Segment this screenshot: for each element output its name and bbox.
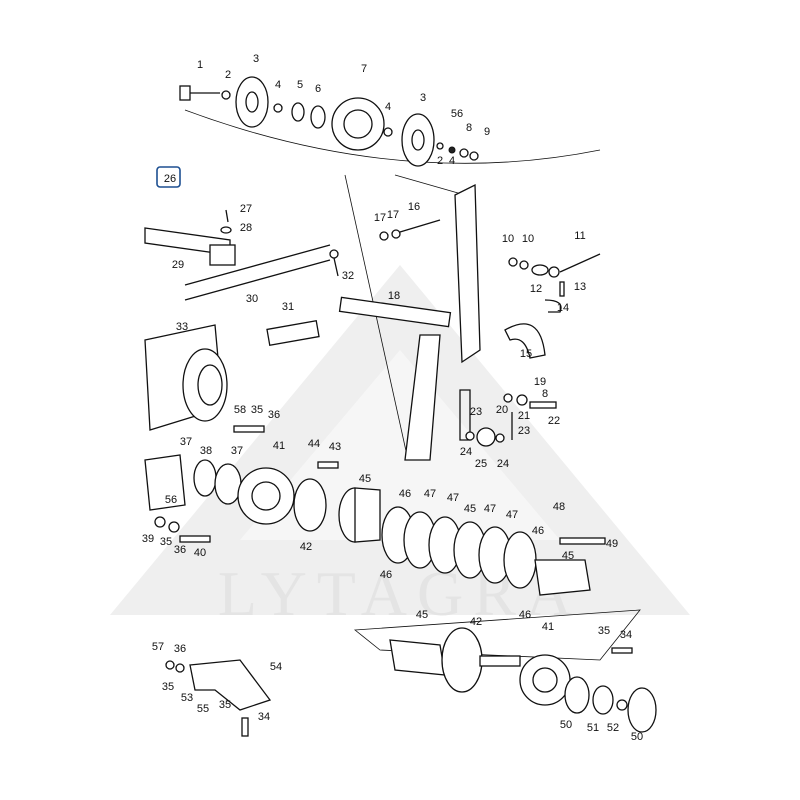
callout-11: 11 <box>574 230 585 242</box>
callout-46: 46 <box>399 488 411 500</box>
callout-57: 57 <box>152 641 164 653</box>
callout-37: 37 <box>231 445 243 457</box>
callout-37: 37 <box>180 436 192 448</box>
callout-41: 41 <box>273 440 285 452</box>
callout-10: 10 <box>522 233 534 245</box>
callout-12: 12 <box>530 283 542 295</box>
callout-9: 9 <box>484 126 490 138</box>
callout-52: 52 <box>607 722 619 734</box>
callout-47: 47 <box>506 509 518 521</box>
callout-24: 24 <box>497 458 509 470</box>
callout-5: 5 <box>297 79 303 91</box>
callout-3: 3 <box>253 53 259 65</box>
callout-13: 13 <box>574 281 586 293</box>
callout-15: 15 <box>520 348 532 360</box>
callout-45: 45 <box>562 550 574 562</box>
callout-14: 14 <box>557 302 569 314</box>
callout-36: 36 <box>174 544 186 556</box>
callout-39: 39 <box>142 533 154 545</box>
callout-4: 4 <box>275 79 281 91</box>
highlight-box <box>156 166 181 188</box>
callout-4: 4 <box>385 101 391 113</box>
callout-48: 48 <box>553 501 565 513</box>
callout-22: 22 <box>548 415 560 427</box>
callout-56: 56 <box>165 494 177 506</box>
callout-34: 34 <box>620 629 632 641</box>
callout-50: 50 <box>560 719 572 731</box>
callout-17: 17 <box>387 209 399 221</box>
callout-33: 33 <box>176 321 188 333</box>
callout-46: 46 <box>532 525 544 537</box>
callout-16: 16 <box>408 201 420 213</box>
callout-45: 45 <box>359 473 371 485</box>
callout-26: 26 <box>164 173 176 185</box>
callout-42: 42 <box>470 616 482 628</box>
callout-54: 54 <box>270 661 282 673</box>
callout-36: 36 <box>174 643 186 655</box>
callout-6: 6 <box>315 83 321 95</box>
tensioner-arm <box>338 174 601 461</box>
callout-8: 8 <box>542 388 548 400</box>
callout-17: 17 <box>374 212 386 224</box>
lower-assembly <box>165 609 657 737</box>
callout-30: 30 <box>246 293 258 305</box>
callout-47: 47 <box>484 503 496 515</box>
callout-35: 35 <box>219 699 231 711</box>
callout-4: 4 <box>449 155 455 167</box>
callout-2: 2 <box>225 69 231 81</box>
chain-assembly <box>144 209 339 346</box>
callout-50: 50 <box>631 731 643 743</box>
callout-47: 47 <box>424 488 436 500</box>
callout-45: 45 <box>464 503 476 515</box>
callout-10: 10 <box>502 233 514 245</box>
callout-8: 8 <box>466 122 472 134</box>
callout-31: 31 <box>282 301 294 313</box>
callout-18: 18 <box>388 290 400 302</box>
callout-44: 44 <box>308 438 320 450</box>
callout-53: 53 <box>181 692 193 704</box>
callout-51: 51 <box>587 722 599 734</box>
callout-25: 25 <box>475 458 487 470</box>
callout-2: 2 <box>437 155 443 167</box>
callout-47: 47 <box>447 492 459 504</box>
callout-19: 19 <box>534 376 546 388</box>
callout-43: 43 <box>329 441 341 453</box>
rotor-assembly <box>144 324 606 596</box>
callout-7: 7 <box>361 63 367 75</box>
callout-34: 34 <box>258 711 270 723</box>
callout-55: 55 <box>197 703 209 715</box>
callout-46: 46 <box>380 569 392 581</box>
callout-35: 35 <box>160 536 172 548</box>
callout-27: 27 <box>240 203 252 215</box>
pulley-assembly <box>179 76 601 167</box>
callout-23: 23 <box>518 425 530 437</box>
callout-21: 21 <box>518 410 530 422</box>
callout-40: 40 <box>194 547 206 559</box>
callout-56: 56 <box>451 108 463 120</box>
callout-3: 3 <box>420 92 426 104</box>
callout-46: 46 <box>519 609 531 621</box>
callout-42: 42 <box>300 541 312 553</box>
callout-35: 35 <box>162 681 174 693</box>
callout-29: 29 <box>172 259 184 271</box>
callout-20: 20 <box>496 404 508 416</box>
callout-49: 49 <box>606 538 618 550</box>
callout-35: 35 <box>251 404 263 416</box>
callout-41: 41 <box>542 621 554 633</box>
callout-38: 38 <box>200 445 212 457</box>
callout-28: 28 <box>240 222 252 234</box>
callout-58: 58 <box>234 404 246 416</box>
callout-32: 32 <box>342 270 354 282</box>
callout-45: 45 <box>416 609 428 621</box>
callout-36: 36 <box>268 409 280 421</box>
callout-1: 1 <box>197 59 203 71</box>
callout-23: 23 <box>470 406 482 418</box>
callout-24: 24 <box>460 446 472 458</box>
callout-35: 35 <box>598 625 610 637</box>
